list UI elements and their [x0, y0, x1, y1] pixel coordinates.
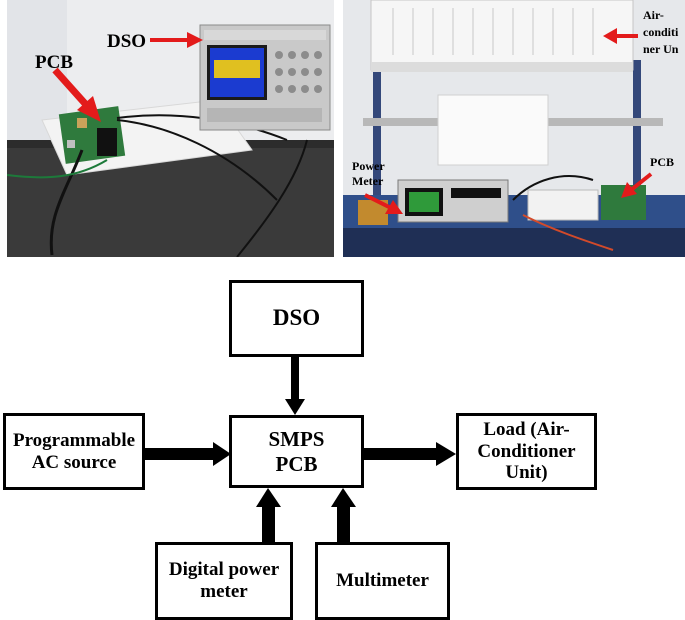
block-ac-source: Programmable AC source [3, 413, 145, 490]
arrow-power-meter-to-smps [256, 488, 281, 542]
block-load-label-2: Conditioner [477, 440, 576, 462]
photo-test-bench-dso: PCB DSO [7, 0, 334, 257]
block-load: Load (Air- Conditioner Unit) [456, 413, 597, 490]
oscilloscope-photo [199, 24, 331, 131]
block-power-meter-label-2: meter [200, 581, 248, 602]
arrow-smps-to-load [364, 442, 456, 466]
block-smps-label-2: PCB [275, 451, 318, 476]
arrow-multimeter-to-smps [331, 488, 356, 542]
pcb-board-photo [58, 106, 126, 164]
pcb-pointer-arrow [52, 67, 101, 122]
aircon-photo-label-3: ner Un [643, 42, 679, 56]
power-meter-photo-label-1: Power [352, 159, 385, 173]
block-digital-power-meter: Digital power meter [155, 542, 293, 620]
block-power-meter-label-1: Digital power [168, 559, 280, 581]
dso-photo-label: DSO [107, 31, 146, 52]
aircon-photo-label-1: Air- [643, 8, 664, 22]
dso-pointer-arrow [150, 32, 203, 48]
pcb-photo-label: PCB [35, 52, 73, 73]
block-multimeter-label: Multimeter [336, 570, 429, 592]
block-load-label-1: Load (Air- [483, 418, 570, 440]
block-ac-source-label-2: AC source [31, 451, 117, 473]
block-smps-pcb: SMPS PCB [229, 415, 364, 488]
block-dso: DSO [229, 280, 364, 357]
arrow-dso-to-smps [285, 357, 305, 415]
arrow-ac-source-to-smps [145, 442, 231, 466]
photo-test-bench-aircon: Air- conditi ner Un Power Meter PCB [343, 0, 685, 257]
block-dso-label: DSO [272, 305, 321, 331]
pcb-right-photo-label: PCB [650, 155, 674, 169]
block-multimeter: Multimeter [315, 542, 450, 620]
power-meter-photo-label-2: Meter [352, 174, 384, 188]
block-smps-label-1: SMPS [268, 427, 325, 452]
block-load-label-3: Unit) [505, 462, 548, 484]
pcb-right-pointer-arrow [621, 172, 653, 198]
aircon-photo-label-2: conditi [643, 25, 679, 39]
aircon-pointer-arrow [603, 28, 638, 44]
block-ac-source-label-1: Programmable [12, 429, 136, 451]
power-meter-pointer-arrow [364, 193, 403, 214]
power-meter-photo [397, 179, 509, 223]
aircon-unit-photo [370, 0, 634, 72]
